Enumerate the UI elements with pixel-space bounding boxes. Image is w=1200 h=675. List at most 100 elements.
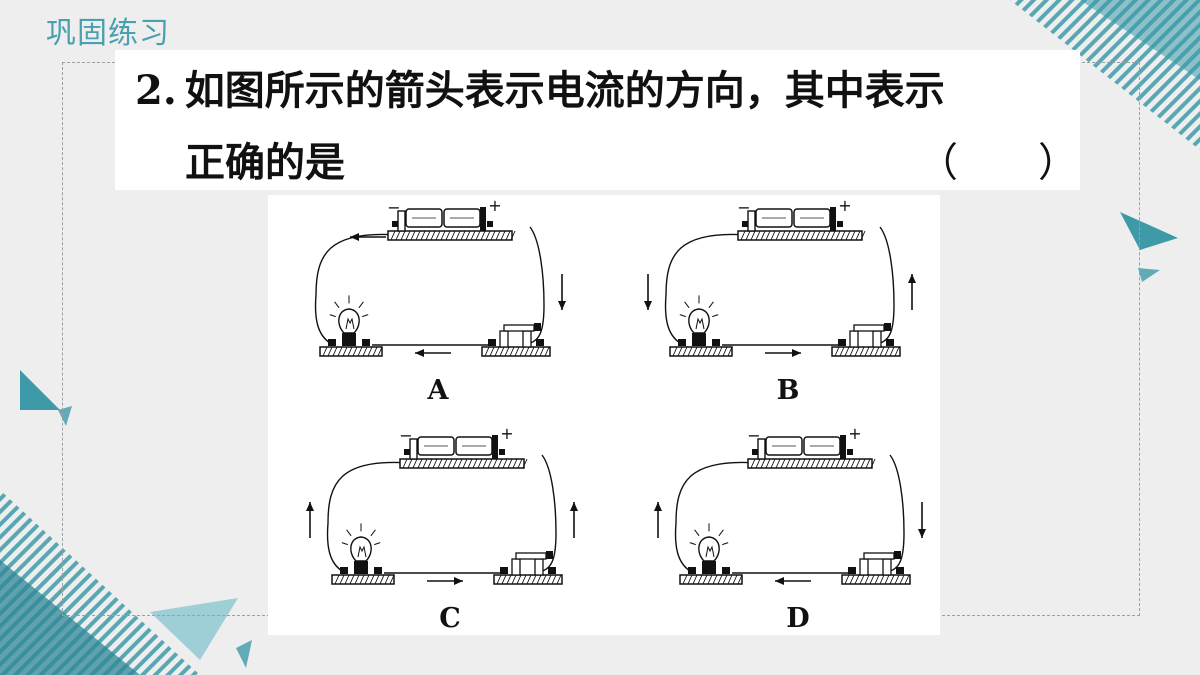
switch-post-right [872,330,882,348]
bulb-base-hatch [737,574,743,585]
switch-base-hatch [489,346,495,357]
switch-post-right [534,558,544,576]
option-label-option-a: A [427,375,450,406]
battery-clip-right [492,435,498,459]
battery-base-hatch [810,230,816,241]
battery-base-hatch [425,230,431,241]
bulb-ray-4 [722,542,729,546]
switch-base-hatch [844,574,850,585]
switch-base-hatch [854,346,860,357]
switch-base-hatch [889,346,895,357]
arrow-left-head [654,502,662,511]
battery-base-hatch [487,458,493,469]
battery-base-hatch [790,458,796,469]
battery-base-hatch [750,230,756,241]
switch-terminal-left [500,567,508,574]
switch-post-left [499,330,509,348]
bulb-base-hatch [707,574,713,585]
battery-base-hatch [470,230,476,241]
arrow-bottom-head [792,349,801,357]
bulb-terminal-left [678,339,686,346]
battery-base-hatch [740,230,746,241]
battery-base-hatch [452,458,458,469]
bulb-base-hatch [334,574,340,585]
battery-base-hatch [430,230,436,241]
battery-base-hatch [395,230,401,241]
bulb-base [319,346,383,357]
bulb-base-hatch [712,346,718,357]
arrow-top [350,233,386,241]
switch-base-hatch [839,346,845,357]
arrow-bottom-head [454,577,463,585]
battery-base-hatch [805,458,811,469]
switch-base-hatch [501,574,507,585]
battery-base-hatch [795,458,801,469]
bulb-socket [354,561,368,574]
switch-base-hatch [551,574,557,585]
battery-base-hatch [840,230,846,241]
switch-base-hatch [504,346,510,357]
bulb-base-hatch [717,346,723,357]
arrow-left [306,502,314,538]
switch [488,323,544,348]
bulb-base [679,574,743,585]
wire-right [529,226,545,344]
battery-base-hatch [450,230,456,241]
question-panel [115,50,1080,190]
switch-base-hatch [899,574,905,585]
circuit-figure: −+A−+B−+C−+D [268,195,940,635]
switch-base-hatch [541,574,547,585]
switch-base-hatch [869,574,875,585]
switch-base [831,346,901,357]
bulb-ray-1 [346,529,352,537]
switch-post-right [522,330,532,348]
option-label-option-c: C [439,603,461,634]
top-right-solid-triangle [1080,0,1200,80]
bulb-terminal-right [722,567,730,574]
bulb-base-hatch [349,574,355,585]
switch-base-hatch [859,346,865,357]
battery-base-hatch [502,458,508,469]
arrow-right-head [570,502,578,511]
option-label-option-d: D [786,603,809,634]
switch-base [481,346,551,357]
battery-base-hatch [402,458,408,469]
battery-base-hatch [865,458,871,469]
arrow-right [908,274,916,310]
battery-base-hatch [800,230,806,241]
battery-base-hatch [800,458,806,469]
battery-base-hatch [422,458,428,469]
switch-terminal-left [838,339,846,346]
switch-post-left [511,558,521,576]
bulb-base-hatch [389,574,395,585]
battery-base-hatch [465,230,471,241]
bulb-terminal-left [340,567,348,574]
switch-base-hatch [526,574,532,585]
battery-plus-sign: + [500,424,513,443]
battery-base-hatch [820,230,826,241]
bulb-ray-1 [684,301,690,309]
bulb-base-hatch [692,346,698,357]
bulb-base-hatch [359,574,365,585]
battery-plus-sign: + [848,424,861,443]
battery-terminal-left [752,449,758,455]
battery-terminal-left [404,449,410,455]
bulb-ray-3 [358,301,364,309]
battery-base-hatch [770,458,776,469]
bulb-ray-0 [679,314,686,318]
arrow-bottom-head [415,349,424,357]
bulb-base-hatch [722,574,728,585]
battery-plus-sign: + [838,196,851,215]
bulb-base-hatch [692,574,698,585]
switch-base-hatch [521,574,527,585]
battery-base-hatch [775,230,781,241]
bulb-base-hatch [697,574,703,585]
battery-base-hatch [755,230,761,241]
bulb-base-hatch [327,346,333,357]
light-bulb [328,295,370,346]
switch-post-left [859,558,869,576]
battery-base-hatch [500,230,506,241]
battery-base-hatch [830,230,836,241]
battery-base-hatch [780,458,786,469]
battery-base-hatch [437,458,443,469]
